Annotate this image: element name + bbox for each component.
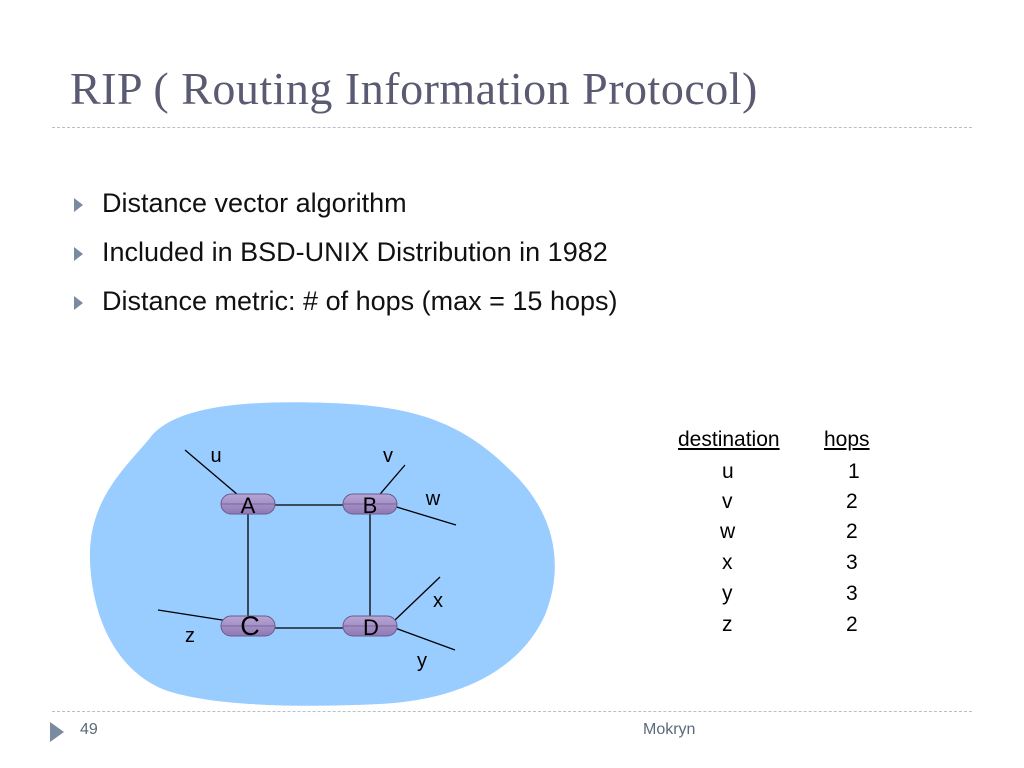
table-cell-destination: u	[722, 460, 734, 483]
router-b	[342, 493, 398, 515]
table-header-hops: hops	[824, 428, 870, 451]
subnet-line-w	[389, 504, 457, 526]
subnet-line-y	[394, 627, 456, 651]
table-cell-destination: y	[722, 582, 733, 605]
router-d	[342, 615, 398, 637]
table-cell-hops: 3	[846, 582, 858, 605]
bullet-text: Distance vector algorithm	[102, 188, 407, 218]
router-label-a: A	[241, 493, 256, 518]
network-label-z: z	[185, 625, 195, 647]
table-cell-destination: x	[722, 551, 733, 574]
bullet-text: Distance metric: # of hops (max = 15 hop…	[102, 286, 618, 316]
table-cell-hops: 2	[846, 613, 858, 636]
triangle-bullet-icon	[74, 247, 83, 261]
subnet-lines	[157, 449, 457, 651]
subnet-line-z	[157, 609, 236, 623]
network-label-v: v	[383, 445, 393, 467]
footer-divider	[52, 711, 972, 712]
network-label-w: w	[425, 488, 441, 510]
table-cell-destination: v	[722, 490, 733, 513]
router-label-c: C	[240, 611, 260, 641]
router-a	[220, 493, 276, 515]
title-divider	[52, 127, 972, 128]
table-cell-hops: 2	[846, 490, 858, 513]
table-header-destination: destination	[678, 428, 780, 451]
network-label-y: y	[417, 650, 427, 672]
subnet-line-u	[184, 449, 239, 496]
router-c	[220, 615, 276, 637]
bullet-item: Included in BSD-UNIX Distribution in 198…	[70, 237, 617, 286]
footer-triangle-icon	[50, 722, 64, 742]
table-cell-hops: 2	[846, 520, 858, 543]
subnet-line-x	[394, 576, 441, 621]
bullet-text: Included in BSD-UNIX Distribution in 198…	[102, 237, 608, 267]
router-label-d: D	[363, 615, 379, 640]
table-cell-hops: 3	[846, 551, 858, 574]
table-cell-hops: 1	[848, 460, 860, 483]
triangle-bullet-icon	[74, 198, 83, 212]
network-cloud	[89, 402, 555, 706]
table-cell-destination: z	[722, 613, 733, 636]
footer-author: Mokryn	[643, 721, 696, 738]
bullet-list: Distance vector algorithm Included in BS…	[70, 188, 617, 335]
network-label-x: x	[433, 590, 443, 612]
bullet-item: Distance vector algorithm	[70, 188, 617, 237]
page-number: 49	[80, 721, 98, 738]
router-label-b: B	[363, 493, 378, 518]
bullet-item: Distance metric: # of hops (max = 15 hop…	[70, 286, 617, 335]
network-label-u: u	[210, 445, 221, 467]
slide-title: RIP ( Routing Information Protocol)	[70, 63, 758, 114]
table-cell-destination: w	[720, 520, 736, 543]
triangle-bullet-icon	[74, 296, 83, 310]
